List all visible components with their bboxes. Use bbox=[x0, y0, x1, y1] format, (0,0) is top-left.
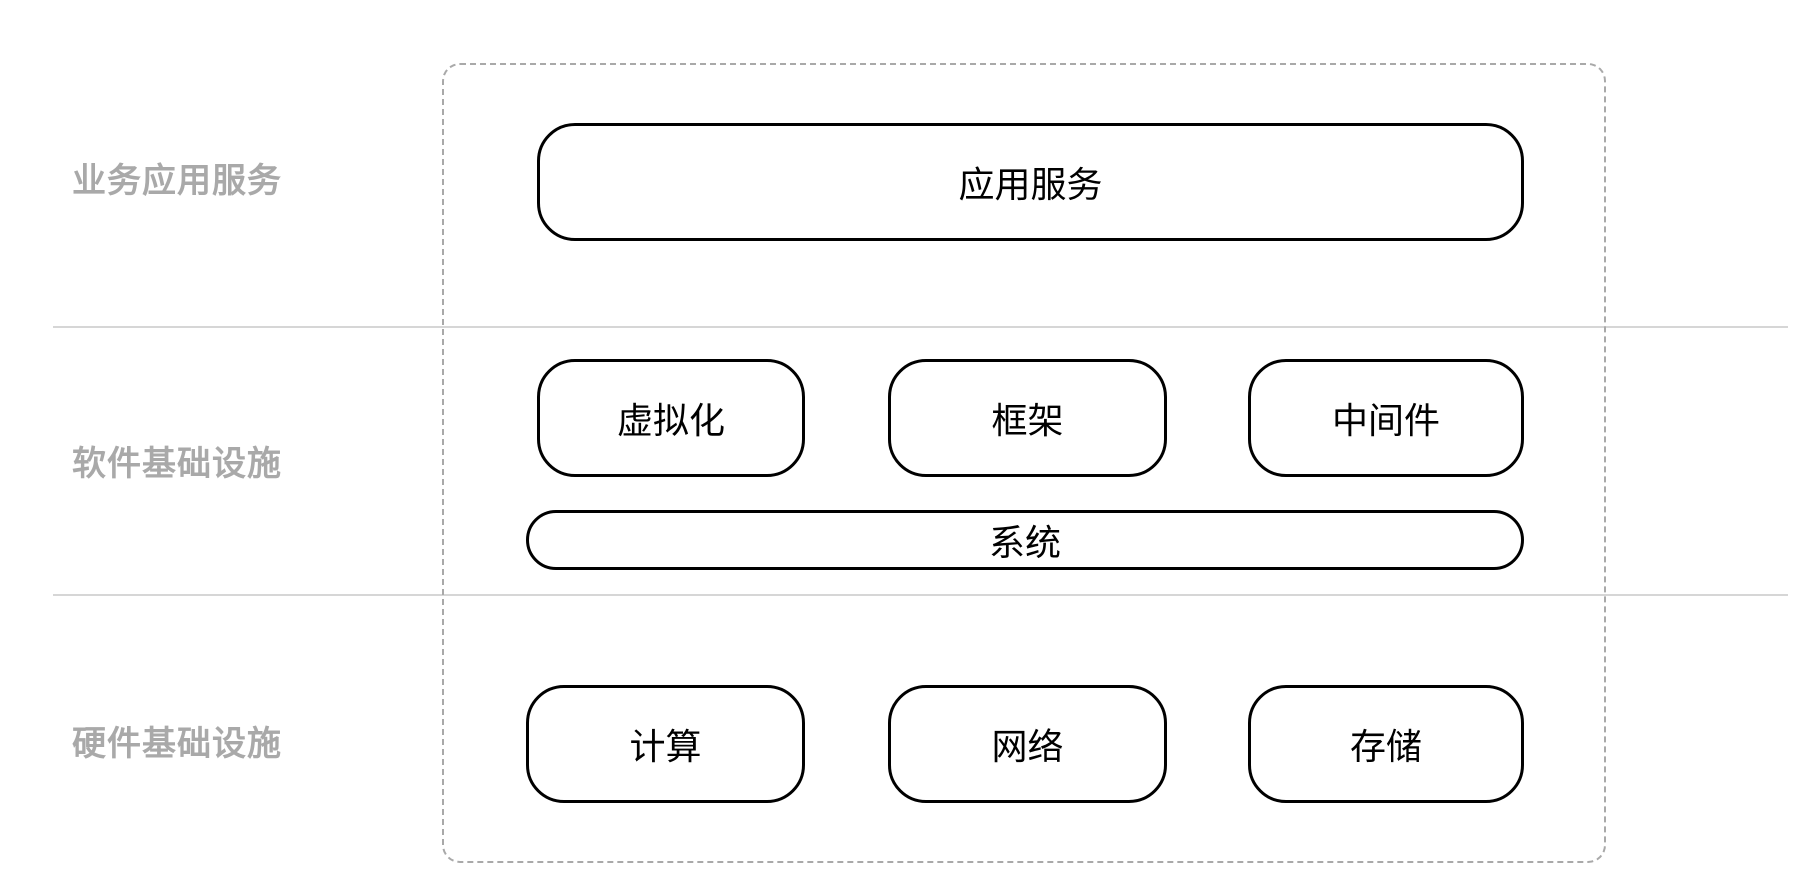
layer-divider bbox=[53, 326, 1788, 328]
layer-label-hardware: 硬件基础设施 bbox=[72, 724, 282, 764]
network-box: 网络 bbox=[888, 685, 1167, 803]
framework-box: 框架 bbox=[888, 359, 1167, 477]
app-service-box: 应用服务 bbox=[537, 123, 1524, 241]
middleware-box: 中间件 bbox=[1248, 359, 1524, 477]
compute-box: 计算 bbox=[526, 685, 805, 803]
system-box: 系统 bbox=[526, 510, 1524, 570]
layer-label-application: 业务应用服务 bbox=[72, 161, 282, 201]
layer-divider bbox=[53, 594, 1788, 596]
layer-label-software: 软件基础设施 bbox=[72, 444, 282, 484]
architecture-container bbox=[442, 63, 1606, 863]
storage-box: 存储 bbox=[1248, 685, 1524, 803]
virtualization-box: 虚拟化 bbox=[537, 359, 805, 477]
